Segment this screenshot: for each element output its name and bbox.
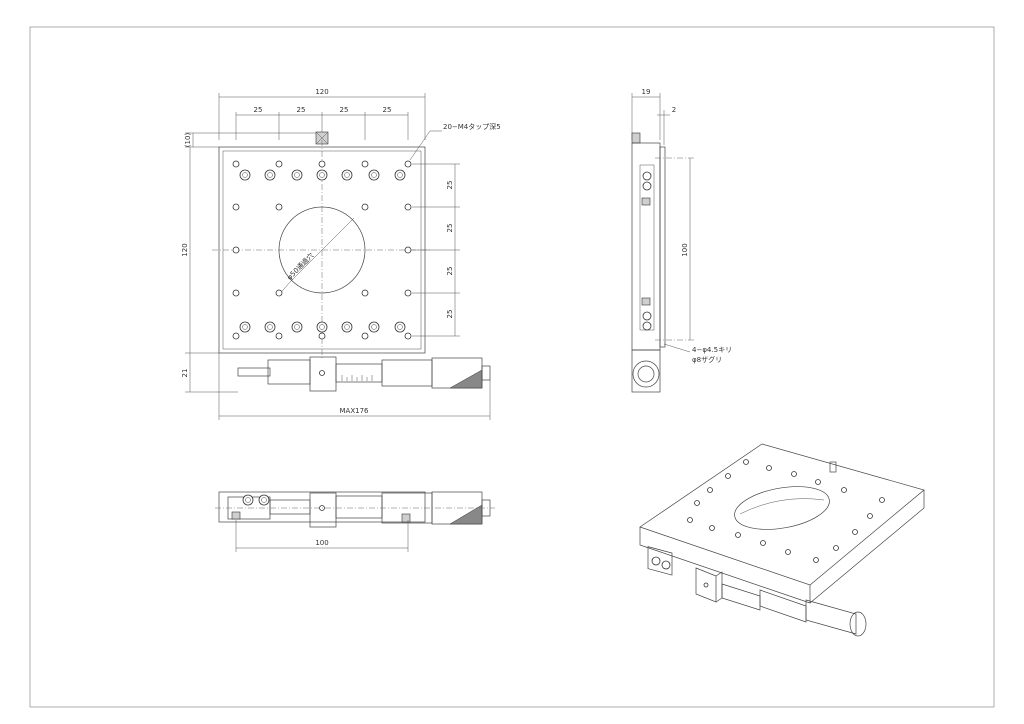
front-dim-travel: 100 — [315, 539, 328, 547]
isometric-view — [639, 443, 925, 637]
dim-height: 120 — [181, 243, 189, 256]
dim-max-length: MAX176 — [340, 407, 370, 415]
dim-vpitch-2: 25 — [446, 224, 454, 233]
dim-micrometer-offset: 21 — [181, 369, 189, 378]
tap-note: 20−M4タップ深5 — [443, 122, 501, 131]
front-view: 100 — [215, 491, 495, 552]
mount-note-1: 4−φ4.5キリ — [692, 346, 732, 354]
dim-pitch-3: 25 — [340, 106, 349, 114]
dim-vpitch-1: 25 — [446, 181, 454, 190]
dim-pitch-2: 25 — [297, 106, 306, 114]
tapped-holes — [232, 160, 412, 340]
side-dim-width: 19 — [642, 88, 651, 96]
top-view: 120 25 25 25 25 20−M4タップ深5 (10) — [181, 88, 501, 420]
dim-vpitch-4: 25 — [446, 310, 454, 319]
dim-top-offset: (10) — [184, 133, 192, 148]
dim-overall-width: 120 — [315, 88, 328, 96]
side-dim-hole-pitch: 100 — [681, 243, 689, 256]
dim-pitch-4: 25 — [383, 106, 392, 114]
dim-vpitch-3: 25 — [446, 267, 454, 276]
mount-note-2: φ8ザグリ — [692, 355, 722, 364]
side-view: 19 2 100 4−φ4.5キリ φ8ザグリ — [631, 88, 732, 393]
dim-pitch-1: 25 — [254, 106, 263, 114]
micrometer-top — [237, 356, 491, 392]
side-dim-step: 2 — [672, 106, 676, 114]
sheet-border — [29, 26, 995, 708]
center-hole-note: φ50通過穴 — [285, 251, 316, 282]
